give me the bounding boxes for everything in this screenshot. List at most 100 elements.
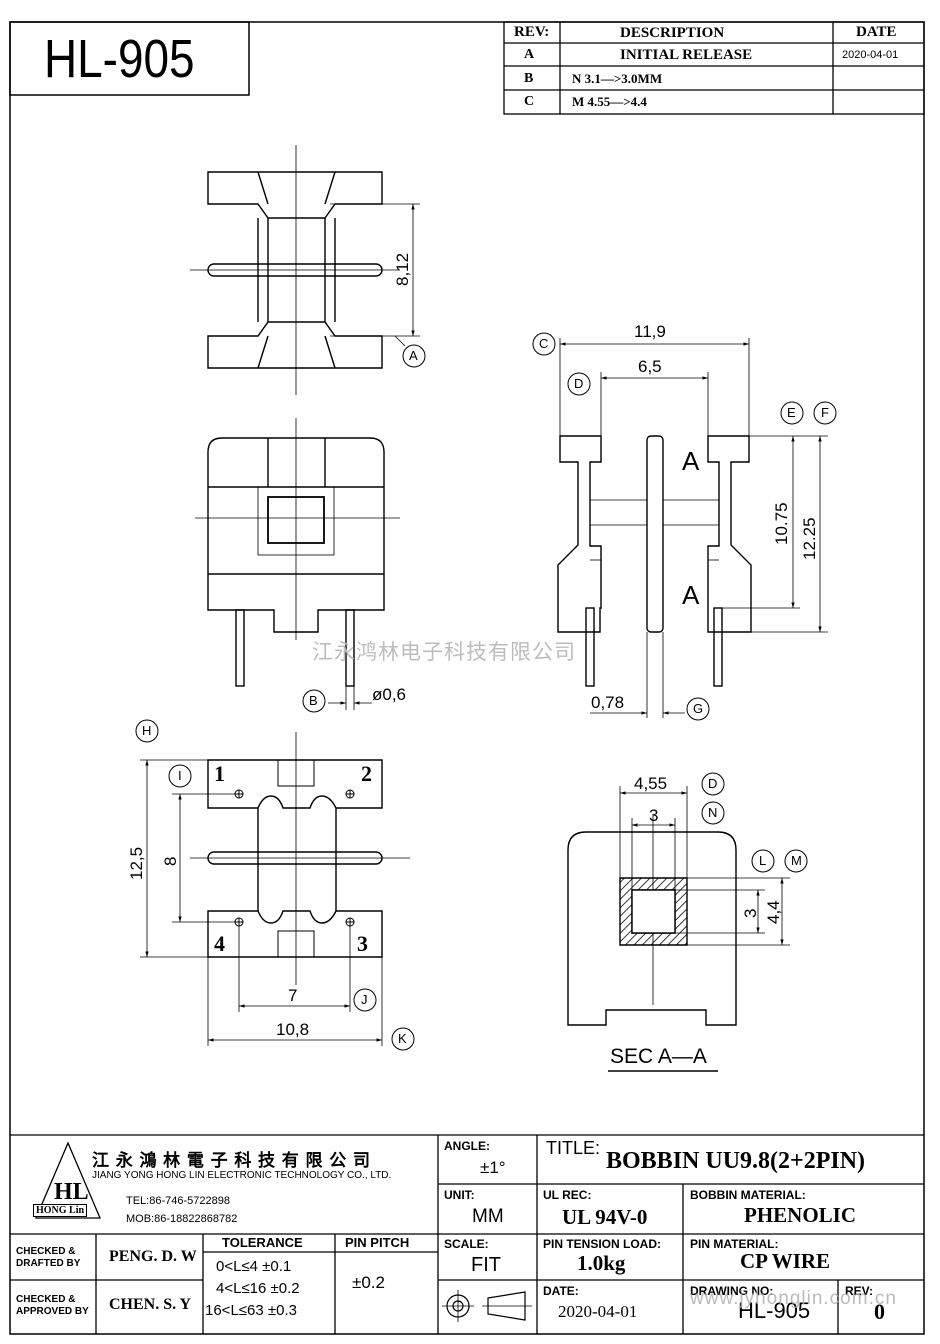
company-logo bbox=[35, 1141, 101, 1219]
dim-10-75: 10.75 bbox=[772, 502, 791, 545]
rev-row-a-desc: INITIAL RELEASE bbox=[620, 47, 753, 63]
dim-pin-diameter: ø0,6 bbox=[372, 685, 407, 704]
dim-0-78: 0,78 bbox=[591, 693, 625, 712]
callout-k: K bbox=[398, 1031, 407, 1046]
ul-value: UL 94V-0 bbox=[562, 1205, 648, 1229]
callout-f: F bbox=[821, 405, 829, 420]
pin-pitch-label: PIN PITCH bbox=[345, 1235, 410, 1250]
drawing-no-label: DRAWING NO: bbox=[690, 1284, 774, 1298]
scale-label: SCALE: bbox=[444, 1237, 489, 1251]
watermark: 江永鸿林电子科技有限公司 bbox=[312, 641, 576, 664]
bobbin-material-label: BOBBIN MATERIAL: bbox=[690, 1188, 806, 1202]
callout-l: L bbox=[759, 853, 767, 868]
pin-tension-value: 1.0kg bbox=[577, 1251, 626, 1275]
callout-g: G bbox=[693, 701, 704, 716]
rev-row-a-date: 2020-04-01 bbox=[842, 49, 899, 61]
drawing-no-value: HL-905 bbox=[738, 1298, 811, 1323]
pin-number-2: 2 bbox=[361, 761, 372, 786]
dim-12-25: 12.25 bbox=[800, 517, 819, 560]
view-side bbox=[190, 145, 420, 395]
dim-3-right: 3 bbox=[741, 908, 760, 918]
dim-10-8: 10,8 bbox=[276, 1020, 310, 1039]
dim-6-5: 6,5 bbox=[638, 357, 662, 376]
angle-label: ANGLE: bbox=[444, 1139, 490, 1153]
logo-text: HL bbox=[54, 1179, 89, 1205]
company-name-cn: 江 永 鴻 林 電 子 科 技 有 限 公 司 bbox=[92, 1151, 371, 1170]
checked-drafted-value: PENG. D. W bbox=[109, 1248, 197, 1265]
dim-3-top: 3 bbox=[649, 806, 659, 825]
callout-d2: D bbox=[708, 776, 718, 791]
description-header: DESCRIPTION bbox=[620, 25, 725, 41]
rev-header: REV: bbox=[514, 24, 550, 40]
callout-i: I bbox=[178, 768, 182, 783]
revision-table-grid bbox=[503, 21, 925, 115]
pin-number-1: 1 bbox=[214, 761, 225, 786]
callout-e: E bbox=[787, 405, 796, 420]
section-mark-bottom: A bbox=[682, 580, 700, 610]
angle-value: ±1° bbox=[480, 1158, 506, 1177]
rev-row-b-desc: N 3.1—>3.0MM bbox=[572, 71, 663, 86]
callout-m: M bbox=[791, 853, 802, 868]
pin-tension-label: PIN TENSION LOAD: bbox=[543, 1237, 662, 1251]
view-right bbox=[557, 338, 828, 718]
tolerance-row-3: 16<L≤63 ±0.3 bbox=[205, 1302, 297, 1319]
dim-11-9: 11,9 bbox=[634, 322, 666, 341]
ul-label: UL REC: bbox=[543, 1188, 592, 1202]
pin-material-label: PIN MATERIAL: bbox=[690, 1237, 779, 1251]
callout-n: N bbox=[708, 805, 718, 820]
pin-material-value: CP WIRE bbox=[740, 1249, 831, 1273]
part-number: HL-905 bbox=[44, 29, 195, 89]
callout-j: J bbox=[361, 992, 368, 1007]
title-block-grid bbox=[10, 1134, 924, 1334]
tolerance-row-2: 4<L≤16 ±0.2 bbox=[216, 1280, 300, 1297]
pin-number-3: 3 bbox=[357, 931, 368, 956]
dim-4-4: 4,4 bbox=[764, 900, 783, 924]
view-front bbox=[195, 418, 400, 710]
website-watermark: www.jyhonglin.com.cn bbox=[690, 1288, 897, 1309]
tolerance-label: TOLERANCE bbox=[222, 1235, 303, 1250]
scale-value: FIT bbox=[471, 1254, 501, 1276]
callout-h: H bbox=[142, 723, 152, 738]
unit-label: UNIT: bbox=[444, 1188, 475, 1202]
tolerance-row-1: 0<L≤4 ±0.1 bbox=[216, 1258, 292, 1275]
title-value: BOBBIN UU9.8(2+2PIN) bbox=[606, 1148, 866, 1174]
view-section bbox=[567, 786, 790, 1072]
dim-7: 7 bbox=[288, 986, 298, 1005]
rev-row-c-desc: M 4.55—>4.4 bbox=[572, 94, 647, 109]
dim-12-5: 12,5 bbox=[127, 846, 146, 880]
date-value: 2020-04-01 bbox=[558, 1302, 638, 1321]
callout-a: A bbox=[409, 348, 418, 363]
callout-circles bbox=[135, 332, 837, 1051]
projection-symbol bbox=[442, 1290, 532, 1322]
view-bottom bbox=[140, 732, 410, 1046]
dim-4-55: 4,55 bbox=[634, 774, 668, 793]
rev-row-a: A bbox=[524, 47, 535, 62]
callout-c: C bbox=[539, 336, 549, 351]
callout-b: B bbox=[309, 693, 318, 708]
rev-value: 0 bbox=[874, 1299, 885, 1324]
pin-number-4: 4 bbox=[214, 931, 225, 956]
company-mob: MOB:86-18822868782 bbox=[126, 1213, 238, 1225]
drawing-border bbox=[9, 21, 925, 1335]
rev-row-c: C bbox=[524, 94, 535, 109]
unit-value: MM bbox=[472, 1206, 504, 1227]
date-label: DATE: bbox=[543, 1284, 579, 1298]
bobbin-material-value: PHENOLIC bbox=[744, 1203, 857, 1227]
company-tel: TEL:86-746-5722898 bbox=[126, 1195, 230, 1207]
checked-approved-label: CHECKED & APPROVED BY bbox=[16, 1294, 89, 1317]
dim-8-12: 8,12 bbox=[393, 252, 412, 286]
section-mark-top: A bbox=[682, 446, 700, 476]
dim-8: 8 bbox=[161, 856, 180, 866]
part-number-box bbox=[9, 21, 250, 96]
date-header: DATE bbox=[856, 24, 897, 40]
pin-pitch-value: ±0.2 bbox=[352, 1273, 385, 1292]
company-name-en: JIANG YONG HONG LIN ELECTRONIC TECHNOLOG… bbox=[92, 1170, 392, 1181]
rev-row-b: B bbox=[524, 71, 534, 86]
rev-label: REV: bbox=[845, 1284, 874, 1298]
title-label: TITLE: bbox=[546, 1138, 601, 1158]
section-label: SEC A—A bbox=[610, 1045, 707, 1068]
callout-d: D bbox=[574, 376, 584, 391]
logo-subtext: HONG Lin bbox=[33, 1204, 88, 1217]
checked-approved-value: CHEN. S. Y bbox=[109, 1296, 192, 1313]
